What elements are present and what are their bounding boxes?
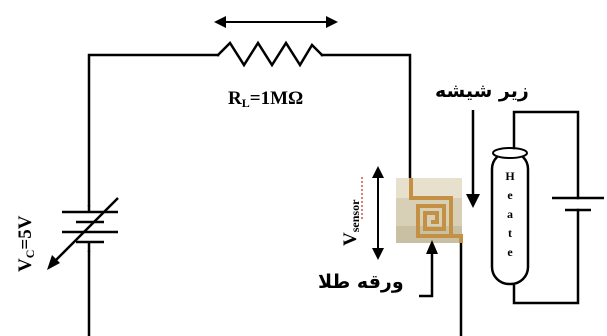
- sensor-voltage-main: V: [340, 232, 361, 246]
- voltage-source-value: =5V: [15, 215, 36, 249]
- resistor-label-value: =1MΩ: [250, 88, 303, 109]
- under-glass-arrow: [466, 110, 480, 208]
- resistor-symbol: [216, 40, 324, 68]
- resistor-arrow: [214, 16, 338, 28]
- sensor-chip: [396, 178, 463, 243]
- gold-foil-label: ورقه طلا: [318, 271, 404, 293]
- heater-letter-3: a: [507, 207, 513, 221]
- wire-top-right: [320, 53, 412, 180]
- heater-letter-4: t: [508, 226, 512, 240]
- voltage-source-sub: C: [23, 250, 37, 259]
- under-glass-label: زیر شیشه: [435, 80, 529, 102]
- sensor-voltage-label: Vsensor: [340, 199, 362, 246]
- heater-letter-2: e: [507, 188, 513, 202]
- sensor-voltage-sub: sensor: [348, 199, 362, 232]
- heater-letter-5: e: [507, 245, 513, 259]
- heater-letter-1: H: [505, 169, 515, 183]
- wire-top-left: [87, 53, 220, 207]
- voltage-source-main: V: [15, 258, 36, 272]
- heater: [490, 147, 530, 286]
- sensor-voltage-arrow: [372, 166, 384, 260]
- circuit-wires: [87, 53, 463, 336]
- resistor-label: RL=1MΩ: [228, 88, 303, 110]
- resistor-label-sub: L: [242, 96, 250, 110]
- battery-symbol: [47, 197, 119, 270]
- voltage-source-label: VC=5V: [15, 215, 37, 272]
- resistor-label-main: R: [228, 88, 242, 109]
- gold-foil-arrow: [419, 240, 438, 298]
- heater-circuit: [512, 110, 604, 305]
